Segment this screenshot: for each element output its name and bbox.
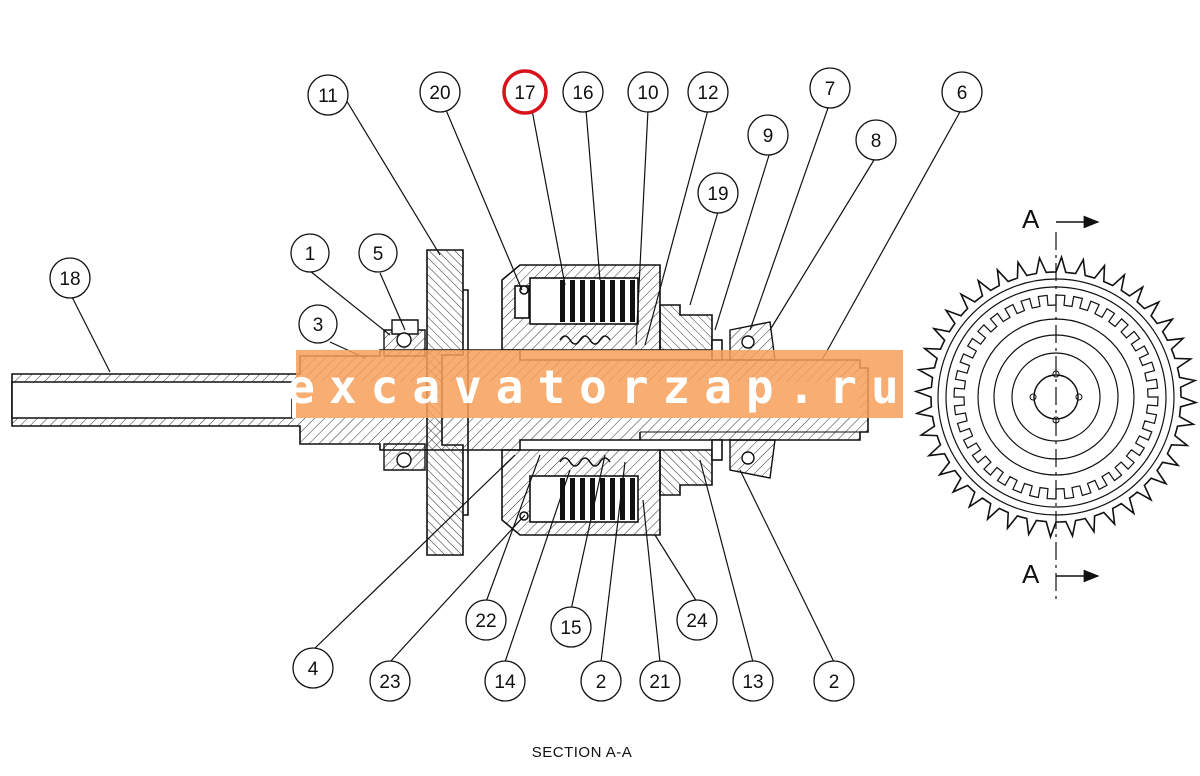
- left-bearing: [383, 319, 426, 471]
- watermark-band: [296, 350, 903, 418]
- callout-4: 4: [292, 647, 334, 689]
- svg-text:17: 17: [514, 83, 535, 104]
- callout-2a: 2: [580, 660, 622, 702]
- callout-7: 7: [809, 67, 851, 109]
- watermark: excavatorzap.ru: [287, 350, 912, 418]
- callout-11: 11: [307, 74, 349, 116]
- callout-22: 22: [465, 599, 507, 641]
- section-marks: A A: [1022, 204, 1100, 589]
- svg-text:2: 2: [596, 672, 607, 693]
- svg-text:3: 3: [313, 315, 324, 336]
- callout-15: 15: [550, 606, 592, 648]
- callout-12: 12: [687, 71, 729, 113]
- svg-text:4: 4: [308, 659, 319, 680]
- callout-13: 13: [732, 660, 774, 702]
- gear-disc: [426, 249, 469, 556]
- svg-text:7: 7: [825, 79, 836, 100]
- callout-20: 20: [419, 71, 461, 113]
- svg-text:24: 24: [686, 611, 708, 632]
- svg-text:12: 12: [697, 83, 718, 104]
- svg-text:5: 5: [373, 244, 384, 265]
- watermark-text: excavatorzap.ru: [287, 360, 912, 414]
- callouts: 11 20 17 16 10 12 7 6 9 8 19 1 5 18 3 22…: [49, 67, 983, 702]
- section-mark-bottom: A: [1022, 559, 1040, 589]
- callout-17: 17: [502, 69, 548, 115]
- svg-text:20: 20: [429, 83, 450, 104]
- gear-end-view: [913, 232, 1199, 600]
- callout-2b: 2: [813, 660, 855, 702]
- callout-10: 10: [627, 71, 669, 113]
- clutch-drum: [501, 264, 661, 536]
- svg-text:16: 16: [572, 83, 593, 104]
- callout-19: 19: [697, 172, 739, 214]
- callout-21: 21: [639, 660, 681, 702]
- svg-text:11: 11: [318, 86, 338, 107]
- callout-16: 16: [562, 71, 604, 113]
- svg-text:8: 8: [871, 131, 882, 152]
- callout-9: 9: [747, 114, 789, 156]
- callout-8: 8: [855, 119, 897, 161]
- svg-text:22: 22: [475, 611, 496, 632]
- svg-text:21: 21: [649, 672, 670, 693]
- callout-3: 3: [298, 304, 338, 344]
- svg-text:23: 23: [379, 672, 400, 693]
- svg-text:13: 13: [742, 672, 763, 693]
- svg-text:19: 19: [707, 184, 728, 205]
- callout-14: 14: [484, 660, 526, 702]
- svg-text:1: 1: [305, 244, 316, 265]
- svg-text:2: 2: [829, 672, 840, 693]
- svg-text:9: 9: [763, 126, 774, 147]
- callout-6: 6: [941, 71, 983, 113]
- callout-1: 1: [290, 233, 330, 273]
- section-mark-top: A: [1022, 204, 1040, 234]
- callout-23: 23: [369, 660, 411, 702]
- svg-text:14: 14: [494, 672, 516, 693]
- callout-24: 24: [676, 599, 718, 641]
- callout-5: 5: [358, 233, 398, 273]
- svg-text:10: 10: [637, 83, 658, 104]
- section-caption: SECTION A-A: [532, 744, 633, 761]
- svg-text:6: 6: [957, 83, 968, 104]
- svg-text:18: 18: [59, 269, 80, 290]
- callout-18: 18: [49, 257, 91, 299]
- svg-text:15: 15: [560, 618, 581, 639]
